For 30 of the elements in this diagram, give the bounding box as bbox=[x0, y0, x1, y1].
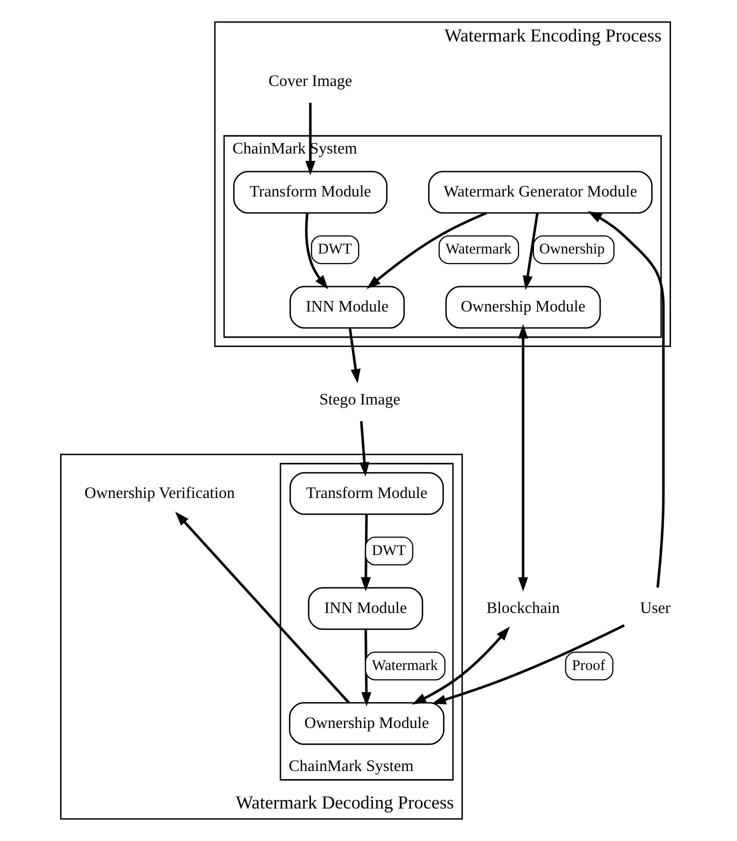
edge-label: Ownership bbox=[538, 242, 604, 258]
arrow bbox=[304, 212, 328, 290]
arrow bbox=[360, 514, 370, 592]
node-box: Ownership Module bbox=[288, 702, 444, 745]
edge-label: DWT bbox=[317, 242, 352, 258]
arrow bbox=[174, 512, 350, 704]
node-text: Cover Image bbox=[268, 73, 352, 90]
node-text: Ownership Verification bbox=[84, 484, 234, 502]
node-text: User bbox=[640, 600, 670, 617]
edge-label: DWT bbox=[371, 542, 406, 559]
edge-label: Watermark bbox=[444, 242, 511, 258]
arrow bbox=[587, 211, 664, 588]
node-box: Transform Module bbox=[289, 472, 444, 515]
arrow bbox=[522, 212, 538, 290]
arrow bbox=[431, 624, 624, 704]
edge-label: Proof bbox=[571, 658, 605, 674]
arrow bbox=[348, 328, 360, 384]
edge-label: Watermark bbox=[371, 658, 438, 674]
node-text: Stego Image bbox=[318, 392, 400, 409]
arrow bbox=[304, 102, 315, 176]
node-box: Ownership Module bbox=[444, 286, 600, 329]
node-box: INN Module bbox=[289, 286, 404, 329]
node-box: INN Module bbox=[307, 587, 423, 630]
arrow bbox=[518, 324, 528, 592]
node-box: Watermark Generator Module bbox=[428, 170, 652, 214]
node-text: Blockchain bbox=[486, 600, 560, 617]
arrow bbox=[358, 421, 369, 477]
arrow bbox=[360, 629, 371, 706]
arrow bbox=[411, 626, 510, 704]
node-box: Transform Module bbox=[232, 170, 388, 214]
